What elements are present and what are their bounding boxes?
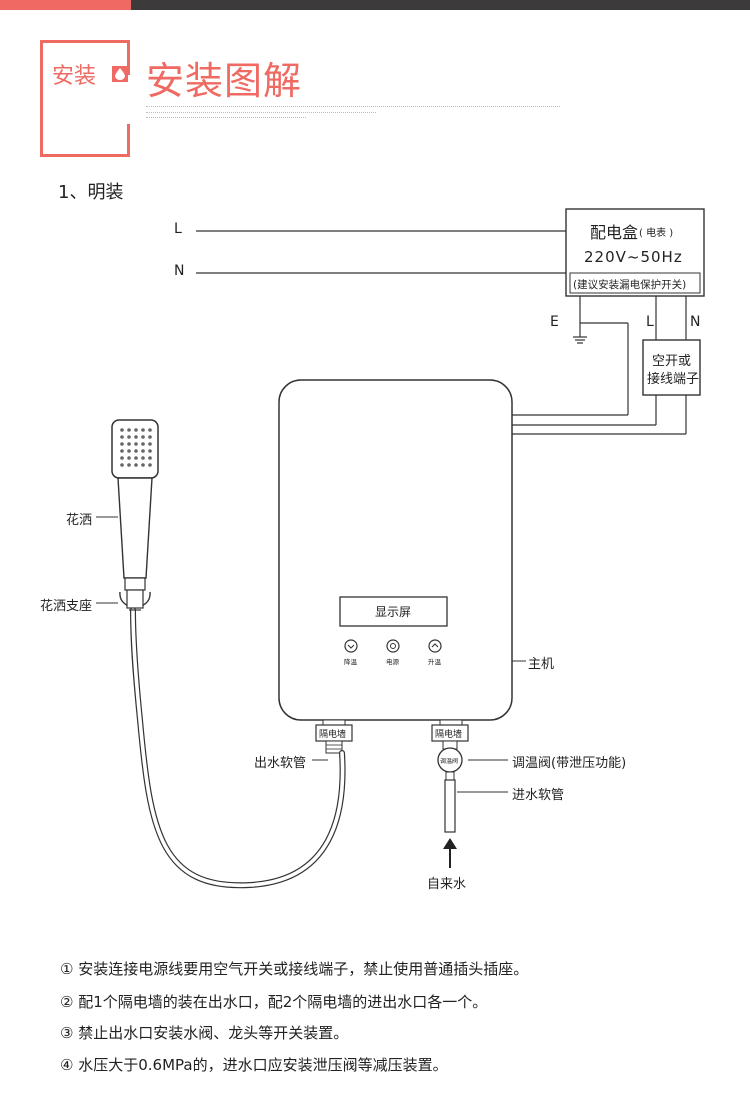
- inlet-hose: [444, 779, 456, 833]
- power-box: [565, 208, 705, 297]
- display-label: 显示屏: [375, 605, 412, 619]
- power-box-title-note: ( 电表 ): [639, 228, 674, 239]
- header-frame-right-top: [127, 40, 130, 75]
- title-divider-2: [146, 112, 376, 113]
- valve-label-inner: 调温阀: [440, 758, 459, 765]
- power-button: [386, 639, 400, 653]
- top-bar-accent: [0, 0, 131, 10]
- chevron-down-icon: [347, 644, 355, 649]
- top-bar-dark: [131, 0, 750, 10]
- main-unit-label: 主机: [528, 657, 555, 672]
- up-button: [428, 639, 442, 653]
- display-screen: [339, 596, 448, 627]
- header-frame-right-bottom: [127, 124, 130, 157]
- shower-holder-label: 花洒支座: [40, 599, 93, 614]
- note-3: ③ 禁止出水口安装水阀、龙头等开关装置。: [60, 1024, 349, 1042]
- title-divider-3: [146, 117, 306, 118]
- wire-e-label: E: [550, 314, 559, 330]
- title-divider: [146, 106, 560, 107]
- water-drop-icon: [112, 66, 128, 82]
- switch-box: [642, 339, 701, 396]
- wire-n-label: N: [174, 263, 185, 279]
- wire-n2-label: N: [690, 314, 701, 330]
- down-button: [344, 639, 358, 653]
- tap-water-label: 自来水: [427, 877, 467, 892]
- valve-label: 调温阀(带泄压功能): [512, 756, 627, 771]
- switch-box-line2: 接线端子: [647, 372, 700, 387]
- chevron-up-icon: [431, 643, 439, 648]
- note-4: ④ 水压大于0.6MPa的，进水口应安装泄压阀等减压装置。: [60, 1056, 448, 1074]
- note-2: ② 配1个隔电墙的装在出水口，配2个隔电墙的进出水口各一个。: [60, 993, 488, 1011]
- wire-l-label: L: [174, 221, 182, 237]
- wall-insulator-right-label: 隔电墙: [435, 730, 463, 740]
- shower-label: 花洒: [66, 513, 93, 528]
- power-box-advice: (建议安装漏电保护开关): [573, 279, 687, 291]
- note-1: ① 安装连接电源线要用空气开关或接线端子，禁止使用普通插头插座。: [60, 960, 529, 978]
- shower-handle: [117, 477, 153, 579]
- page-title: 安装图解: [146, 59, 303, 103]
- wall-insulator-left-label: 隔电墙: [319, 730, 347, 740]
- heater-body: [278, 379, 513, 721]
- power-icon: [390, 643, 396, 649]
- power-box-voltage: 220V~50Hz: [584, 248, 683, 266]
- power-box-advice-frame: [569, 272, 701, 294]
- power-button-label: 电源: [386, 658, 399, 666]
- switch-box-line1: 空开或: [652, 354, 692, 369]
- shower-nozzles: [120, 428, 152, 467]
- header-tag: 安装: [52, 64, 97, 89]
- up-button-label: 升温: [428, 658, 441, 666]
- arrow-up-icon: [443, 838, 457, 849]
- section-title: 1、明装: [58, 182, 124, 203]
- outlet-hose-label: 出水软管: [254, 756, 307, 771]
- down-button-label: 降温: [344, 658, 357, 666]
- header-frame: [40, 40, 130, 157]
- wire-l2-label: L: [646, 314, 654, 330]
- header-frame-top: [40, 40, 130, 43]
- inlet-hose-label: 进水软管: [512, 788, 565, 803]
- power-box-title: 配电盒: [590, 223, 639, 242]
